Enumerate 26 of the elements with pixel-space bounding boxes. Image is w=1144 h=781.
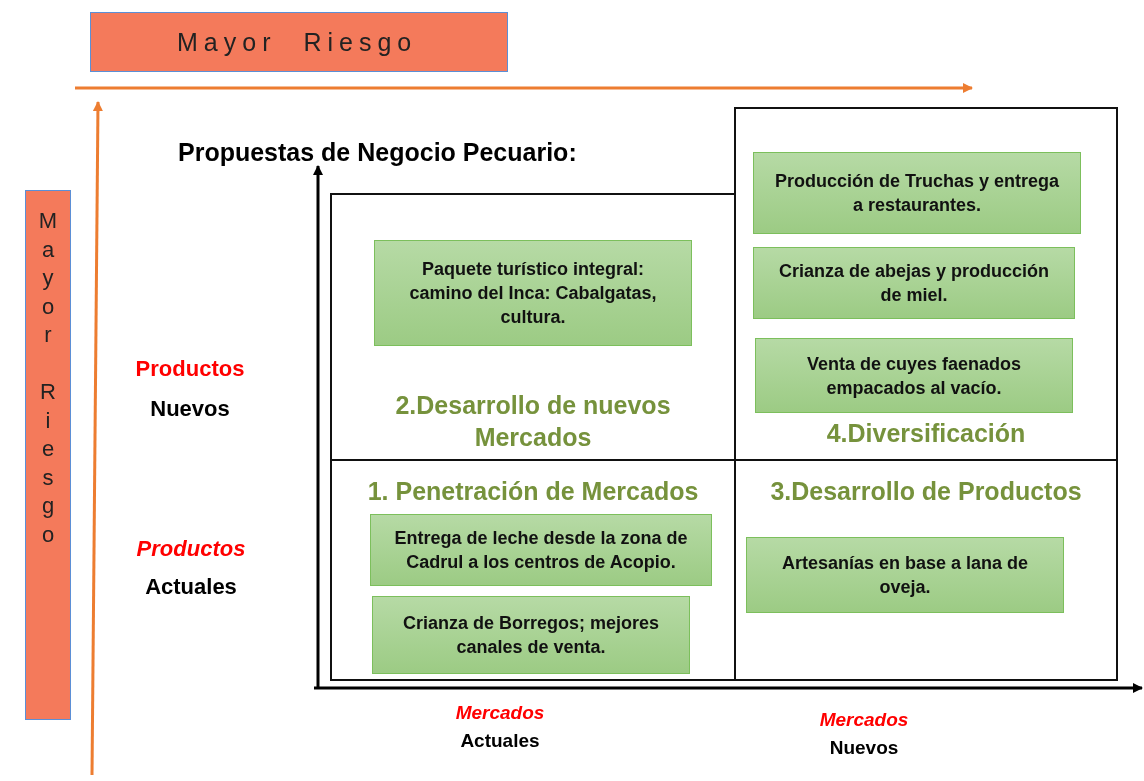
proposal-box: Producción de Truchas y entrega a restaurantes. bbox=[753, 152, 1081, 234]
quadrant-box bbox=[330, 459, 736, 681]
axis-label: Productos bbox=[135, 536, 247, 562]
quadrant-box bbox=[734, 107, 1118, 461]
quadrant-heading: 2.Desarrollo de nuevos Mercados bbox=[394, 390, 672, 453]
quadrant-heading: 3.Desarrollo de Productos bbox=[769, 476, 1083, 507]
diagram-title: Propuestas de Negocio Pecuario: bbox=[178, 138, 577, 167]
axis-label: Nuevos bbox=[828, 737, 900, 759]
axis-label: Nuevos bbox=[149, 396, 231, 422]
axis-label: Actuales bbox=[144, 574, 238, 600]
proposal-box: Crianza de abejas y producción de miel. bbox=[753, 247, 1075, 319]
quadrant-heading: 1. Penetración de Mercados bbox=[366, 476, 700, 507]
quadrant-box bbox=[734, 459, 1118, 681]
axis-label: Mercados bbox=[454, 702, 546, 724]
proposal-box: Entrega de leche desde la zona de Cadrul a los centros de Acopio. bbox=[370, 514, 712, 586]
axis-label: Actuales bbox=[459, 730, 541, 752]
quadrant-heading: 4.Diversificación bbox=[825, 418, 1027, 449]
proposal-box: Paquete turístico integral: camino del Inca: Cabalgatas, cultura. bbox=[374, 240, 692, 346]
quadrant-box bbox=[330, 193, 736, 461]
proposal-box: Venta de cuyes faenados empacados al vacío. bbox=[755, 338, 1073, 413]
axis-label: Mercados bbox=[818, 709, 910, 731]
risk-label-box: Mayor Riesgo bbox=[25, 190, 71, 720]
proposal-box: Crianza de Borregos; mejores canales de venta. bbox=[372, 596, 690, 674]
risk-label-box: Mayor Riesgo bbox=[90, 12, 508, 72]
axis-label: Productos bbox=[134, 356, 246, 382]
proposal-box: Artesanías en base a lana de oveja. bbox=[746, 537, 1064, 613]
